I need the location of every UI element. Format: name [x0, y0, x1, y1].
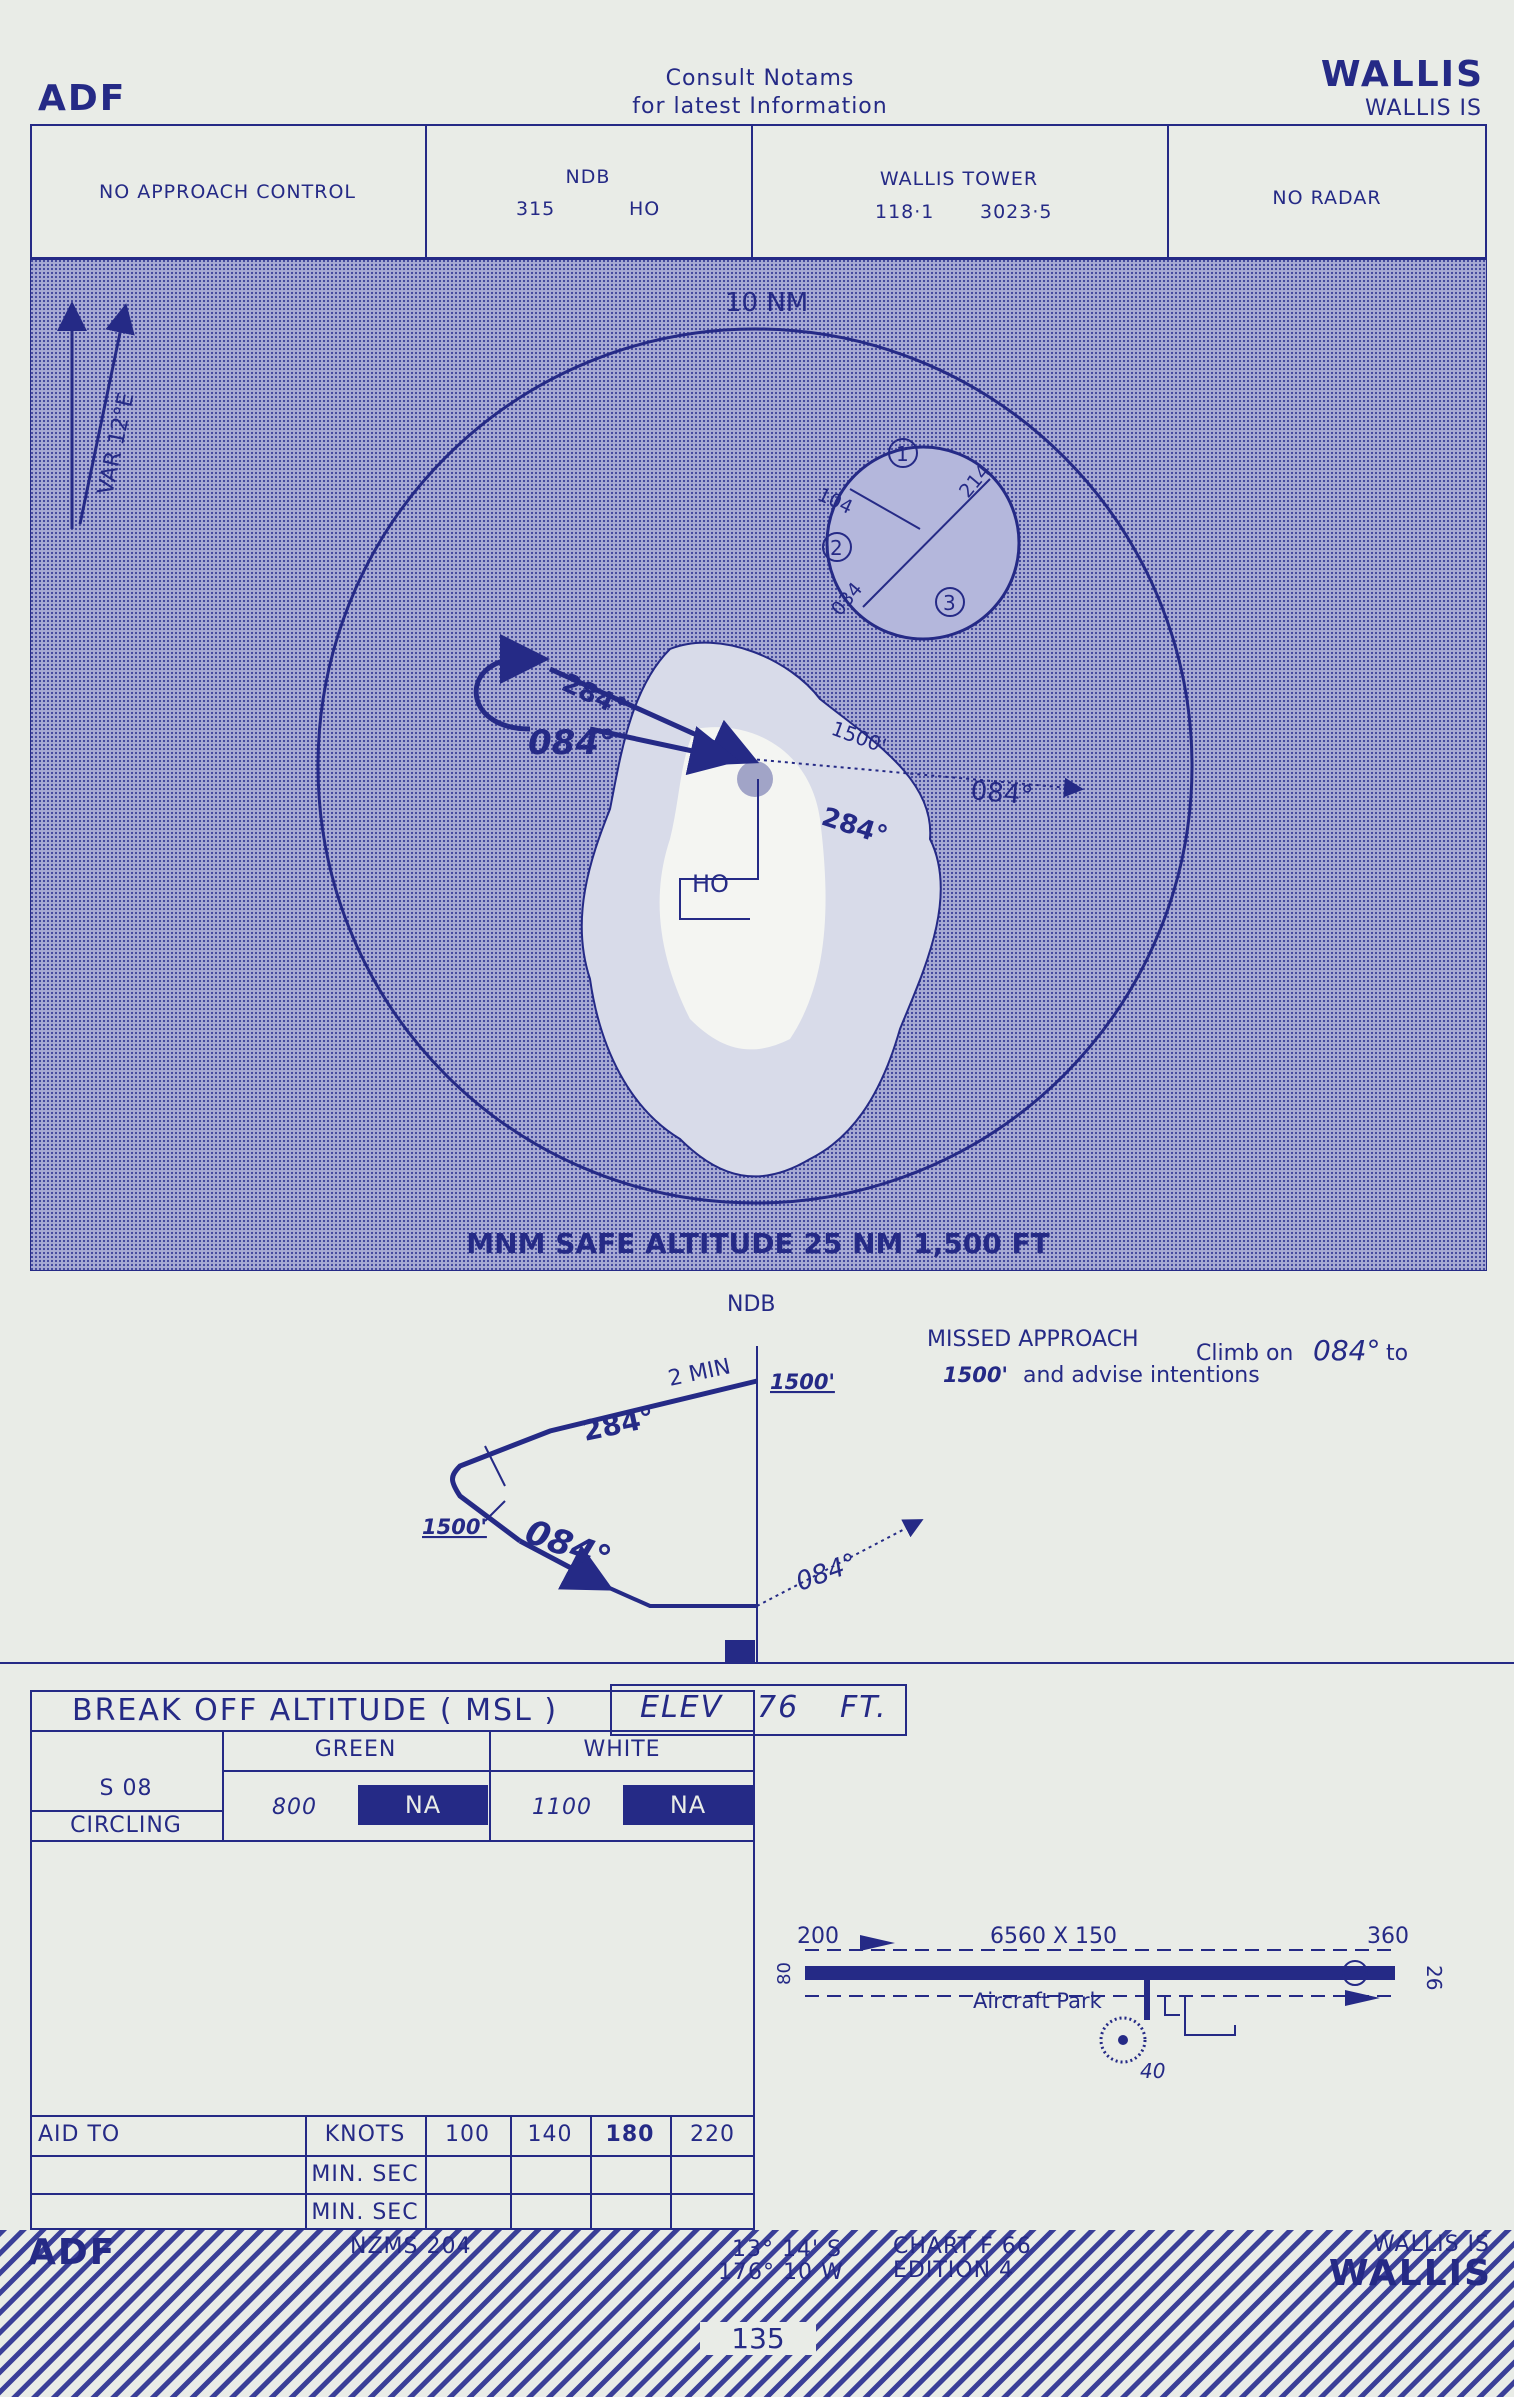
header-wallis: WALLIS [1320, 54, 1484, 95]
speed-100: 100 [445, 2122, 490, 2147]
missed-hdg-text: 084° [1313, 1334, 1380, 1367]
tower-label: WALLIS TOWER [879, 168, 1039, 190]
row-circling: CIRCLING [70, 1813, 182, 1838]
aid-to: AID TO [38, 2122, 121, 2147]
footer-wallis-is: WALLIS IS [1372, 2232, 1490, 2257]
minima-table [30, 1690, 755, 2230]
info-row [30, 124, 1487, 259]
runway [805, 1966, 1395, 1980]
profile-alt-left: 1500' [422, 1515, 487, 1539]
notams-line2: for latest Information [632, 94, 888, 119]
footer-hatching [0, 2230, 1514, 2397]
magnetic-north-arrow [78, 303, 135, 525]
footer-chart-ref: NZMS 204 [350, 2234, 472, 2259]
sector-circle [825, 445, 1021, 641]
min-sec-row1: MIN. SEC [311, 2162, 419, 2187]
plan-view: VAR 12°E 10 NM 1 2 3 104 214 034 284° 08… [30, 259, 1487, 1271]
footer-chart: CHART F 66 [893, 2234, 1032, 2259]
footer-lon: 176° 10 W [718, 2260, 844, 2285]
runway-right-width: 26 [1422, 1965, 1446, 1990]
profile-missed-hdg: 084° [792, 1548, 861, 1598]
missed-text3: and advise intentions [1023, 1363, 1260, 1388]
notams-line1: Consult Notams [665, 66, 855, 91]
green-value: 800 [272, 1795, 317, 1820]
knots-header: KNOTS [324, 2122, 406, 2147]
elev-unit: FT. [840, 1690, 888, 1725]
msa-text: MNM SAFE ALTITUDE 25 NM 1,500 FT [466, 1227, 1049, 1260]
aircraft-park: Aircraft Park [973, 1989, 1103, 2013]
header-wallis-is: WALLIS IS [1364, 96, 1482, 121]
col-white: WHITE [583, 1737, 661, 1762]
ndb-symbol [737, 761, 773, 797]
elev-label: ELEV [640, 1690, 724, 1725]
ndb-ground-symbol [725, 1640, 755, 1662]
elev-box [610, 1684, 907, 1736]
speed-140: 140 [527, 2122, 573, 2147]
plan-inbound-hdg: 084° [528, 723, 616, 763]
min-sec-row2: MIN. SEC [311, 2200, 419, 2225]
runway-dims: 6560 X 150 [990, 1924, 1117, 1949]
approach-control: NO APPROACH CONTROL [99, 181, 356, 203]
plan-missed-hdg: 084° [969, 776, 1034, 811]
missed-text1: Climb on [1196, 1341, 1293, 1366]
white-value: 1100 [532, 1795, 592, 1820]
ndb-ident: HO [629, 198, 661, 220]
speed-220: 220 [690, 2122, 735, 2147]
footer-adf: ADF [28, 2232, 117, 2273]
profile-inbound-hdg: 084° [520, 1512, 616, 1580]
island-land [659, 727, 826, 1050]
row-s08: S 08 [99, 1776, 153, 1801]
elev-value: 76 [757, 1690, 800, 1725]
ndb-label: NDB [565, 166, 611, 188]
plan-ndb-ident: HO [692, 870, 729, 898]
header-adf: ADF [38, 78, 127, 119]
runway-left-width: 80 [774, 1962, 795, 1985]
ndb-freq: 315 [516, 198, 556, 220]
speed-180: 180 [605, 2122, 655, 2147]
profile-view: NDB 2 MIN 1500' 1500' 284° 084° 084° MIS… [422, 1292, 1408, 1663]
white-na: NA [623, 1785, 753, 1825]
sector-2: 2 [830, 536, 843, 560]
footer-edition: EDITION 4 [893, 2258, 1015, 2283]
tower-freq2: 3023·5 [980, 201, 1053, 223]
green-na: NA [358, 1785, 488, 1825]
beacon-elev: 40 [1140, 2059, 1165, 2083]
tower-freq1: 118·1 [875, 201, 935, 223]
sector-3: 3 [943, 591, 956, 615]
profile-alt-top: 1500' [770, 1370, 835, 1394]
runway-left-dist: 200 [797, 1924, 839, 1949]
aerodrome-diagram: 200 6560 X 150 360 80 26 Aircraft Park 4… [774, 1924, 1446, 2083]
break-off-altitude: BREAK OFF ALTITUDE ( MSL ) [72, 1693, 559, 1728]
range-circle [316, 327, 1194, 1205]
footer-lat: 13° 14' S [732, 2237, 842, 2262]
radar-info: NO RADAR [1272, 187, 1382, 209]
footer-wallis: WALLIS [1328, 2253, 1492, 2294]
missed-alt: 1500' [943, 1363, 1008, 1387]
sector-1: 1 [896, 442, 909, 466]
range-label: 10 NM [725, 288, 808, 318]
runway-right-dist: 360 [1367, 1924, 1409, 1949]
profile-time: 2 MIN [666, 1354, 733, 1392]
profile-outbound-hdg: 284° [580, 1401, 658, 1448]
profile-ndb-label: NDB [727, 1292, 776, 1317]
page-number: 135 [700, 2322, 816, 2355]
col-green: GREEN [314, 1737, 397, 1762]
missed-title: MISSED APPROACH [927, 1327, 1139, 1352]
missed-text2: to [1386, 1341, 1408, 1366]
